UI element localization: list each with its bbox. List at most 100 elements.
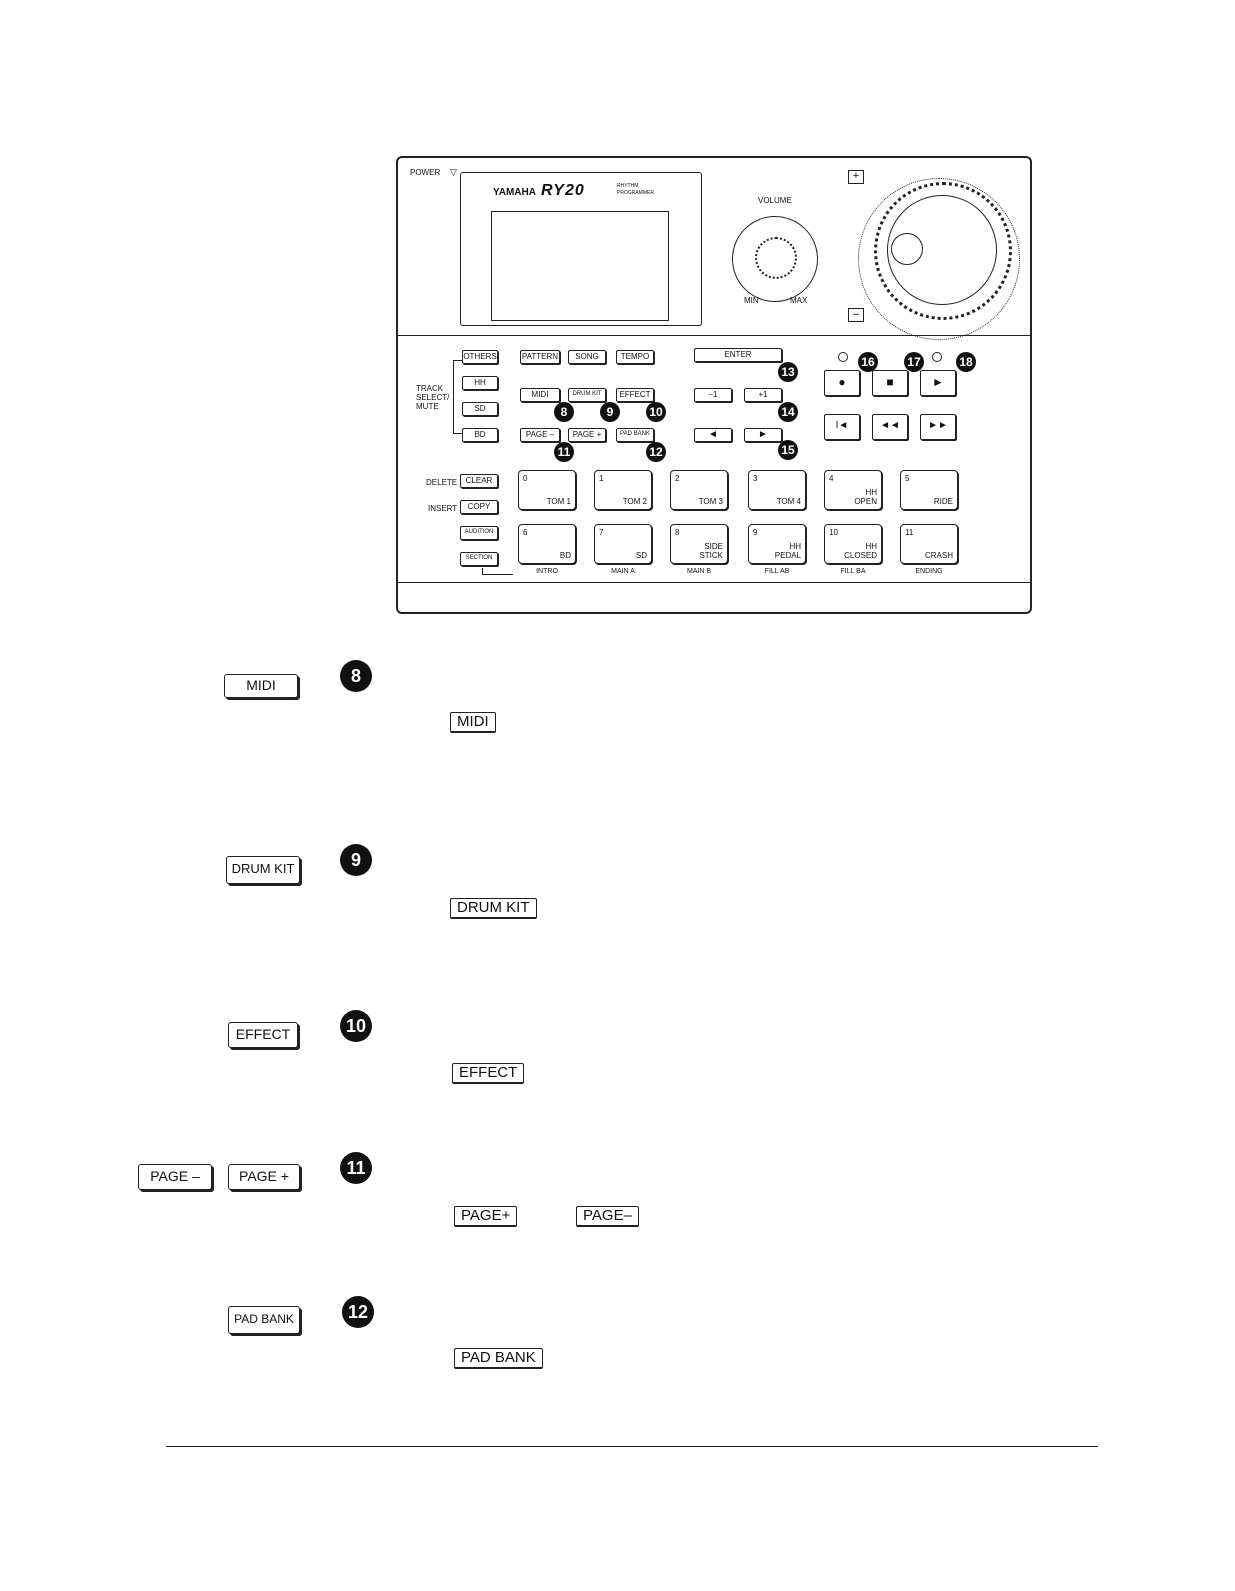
entry-9-key-drum-kit: DRUM KIT: [226, 856, 300, 884]
callout-14: 14: [778, 402, 798, 422]
fast-forward-button[interactable]: ►►: [920, 414, 956, 440]
model-sub-1: RHYTHM: [617, 183, 639, 189]
section-main-a: MAIN A: [611, 568, 635, 575]
entry-8-key-midi: MIDI: [224, 674, 298, 698]
volume-max-label: MAX: [790, 296, 808, 305]
copy-button[interactable]: COPY: [460, 500, 498, 514]
track-label-3: MUTE: [416, 402, 439, 411]
entry-12-number: 12: [342, 1296, 374, 1328]
brand-logo: YAMAHA: [493, 187, 536, 198]
section-button[interactable]: SECTION: [460, 552, 498, 566]
entry-11-key-page-plus: PAGE +: [228, 1164, 300, 1190]
callout-10: 10: [646, 402, 666, 422]
bd-button[interactable]: BD: [462, 428, 498, 442]
jog-plus-icon: +: [848, 170, 864, 184]
song-button[interactable]: SONG: [568, 350, 606, 364]
rewind-button[interactable]: ◄◄: [872, 414, 908, 440]
midi-button[interactable]: MIDI: [520, 388, 560, 402]
section-arrow-icon: [482, 568, 513, 575]
record-led: [838, 352, 848, 362]
jog-dial-inner: [887, 195, 997, 305]
lcd-bezel: YAMAHA RY20 RHYTHM PROGRAMMER: [460, 172, 702, 326]
callout-11: 11: [554, 442, 574, 462]
callout-13: 13: [778, 362, 798, 382]
callout-15: 15: [778, 440, 798, 460]
footer-rule: [166, 1446, 1098, 1447]
section-fill-ab: FILL AB: [764, 568, 790, 575]
cursor-left-button[interactable]: ◄: [694, 428, 732, 442]
entry-12-key-pad-bank: PAD BANK: [228, 1306, 300, 1334]
callout-8: 8: [554, 402, 574, 422]
play-led: [932, 352, 942, 362]
volume-knob-cap: [755, 237, 797, 279]
page-minus-button[interactable]: PAGE –: [520, 428, 560, 442]
entry-10-inline-key: EFFECT: [452, 1063, 525, 1084]
entry-11-inline-key-1: PAGE+: [454, 1206, 518, 1227]
callout-17: 17: [904, 352, 924, 372]
pattern-button[interactable]: PATTERN: [520, 350, 560, 364]
section-intro: INTRO: [536, 568, 558, 575]
jog-dial[interactable]: [874, 182, 1012, 320]
model-sub-2: PROGRAMMER: [617, 190, 654, 196]
insert-label: INSERT: [428, 504, 458, 513]
volume-label: VOLUME: [758, 196, 792, 205]
lcd-screen: [491, 211, 669, 321]
track-bracket: [453, 360, 462, 434]
section-fill-ba: FILL BA: [840, 568, 866, 575]
entry-11-number: 11: [340, 1152, 372, 1184]
jog-dial-finger-hole: [891, 233, 923, 265]
track-label-2: SELECT/: [416, 393, 450, 402]
record-button[interactable]: ●: [824, 370, 860, 396]
sd-button[interactable]: SD: [462, 402, 498, 416]
entry-9-inline-key: DRUM KIT: [450, 898, 537, 919]
track-label-1: TRACK: [416, 384, 444, 393]
entry-10-number: 10: [340, 1010, 372, 1042]
effect-button[interactable]: EFFECT: [616, 388, 654, 402]
hh-button[interactable]: HH: [462, 376, 498, 390]
section-main-b: MAIN B: [686, 568, 712, 575]
minus-one-button[interactable]: –1: [694, 388, 732, 402]
volume-min-label: MIN: [744, 296, 759, 305]
delete-label: DELETE: [426, 478, 458, 487]
entry-11-inline-key-2: PAGE–: [576, 1206, 639, 1227]
ry20-panel-illustration: POWER ▽ YAMAHA RY20 RHYTHM PROGRAMMER VO…: [396, 156, 1032, 614]
volume-knob[interactable]: [732, 216, 818, 302]
entry-8-number: 8: [340, 660, 372, 692]
power-triangle-icon: ▽: [450, 167, 457, 177]
cursor-right-button[interactable]: ►: [744, 428, 782, 442]
play-button[interactable]: ►: [920, 370, 956, 396]
plus-one-button[interactable]: +1: [744, 388, 782, 402]
callout-12: 12: [646, 442, 666, 462]
clear-button[interactable]: CLEAR: [460, 474, 498, 488]
stop-button[interactable]: ■: [872, 370, 908, 396]
model-logo: RY20: [541, 182, 585, 199]
section-ending: ENDING: [915, 568, 943, 575]
entry-12-inline-key: PAD BANK: [454, 1348, 543, 1369]
enter-button[interactable]: ENTER: [694, 348, 782, 362]
top-button[interactable]: I◄: [824, 414, 860, 440]
pad-bank-button[interactable]: PAD BANK: [616, 428, 654, 442]
page-plus-button[interactable]: PAGE +: [568, 428, 606, 442]
panel-divider-bottom: [398, 582, 1030, 583]
jog-dial-scale: [858, 178, 1020, 340]
drum-kit-button[interactable]: DRUM KIT: [568, 388, 606, 402]
audition-button[interactable]: AUDITION: [460, 526, 498, 540]
tempo-button[interactable]: TEMPO: [616, 350, 654, 364]
entry-10-key-effect: EFFECT: [228, 1022, 298, 1048]
others-button[interactable]: OTHERS: [462, 350, 498, 364]
jog-minus-icon: –: [848, 308, 864, 322]
callout-9: 9: [600, 402, 620, 422]
callout-18: 18: [956, 352, 976, 372]
